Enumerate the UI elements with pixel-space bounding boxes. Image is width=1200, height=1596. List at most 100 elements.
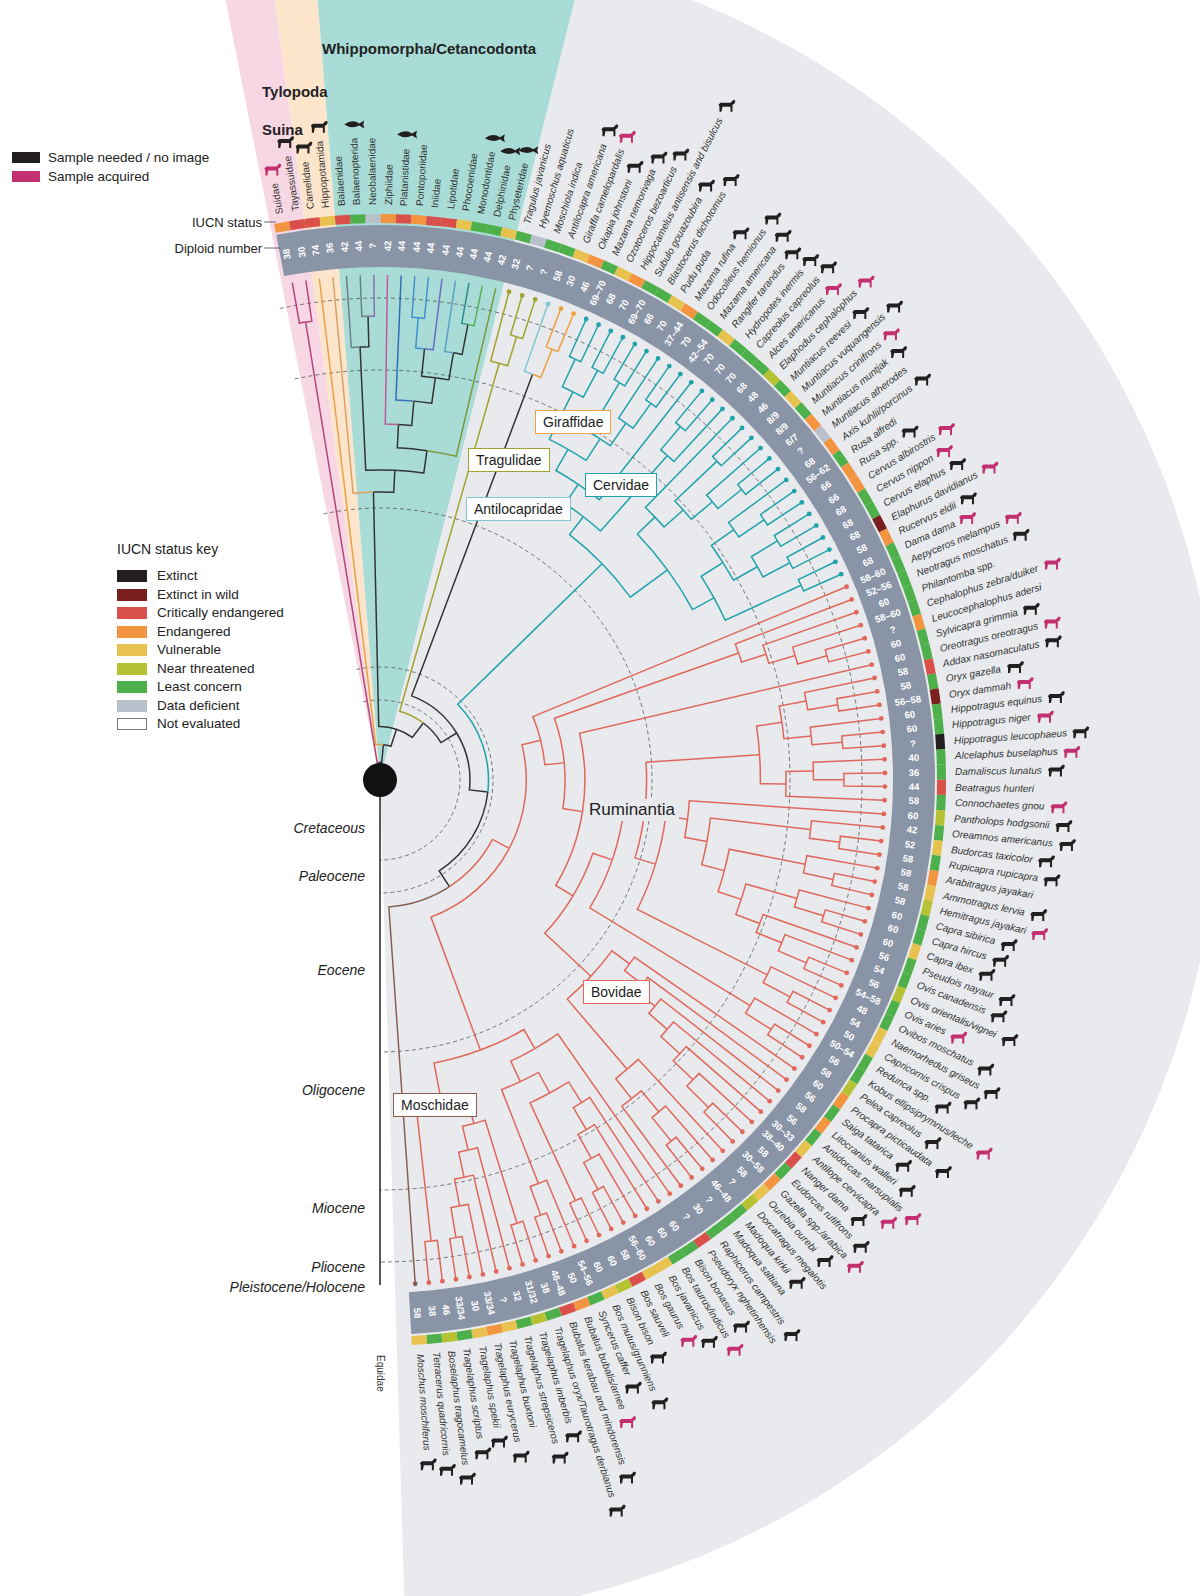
tip-dot — [792, 489, 797, 494]
tree-branch — [586, 1125, 647, 1209]
taxon-name: Equidae — [374, 1355, 386, 1392]
tree-branch — [575, 1198, 598, 1235]
animal-silhouette — [619, 1416, 636, 1428]
tree-branch — [414, 378, 435, 403]
tree-branch — [360, 275, 368, 316]
epoch-label: Pliocene — [311, 1259, 365, 1276]
tip-dot — [814, 523, 819, 528]
animal-silhouette — [650, 1352, 667, 1364]
iucn-segment — [411, 215, 427, 225]
tip-dot — [844, 970, 849, 975]
tip-dot — [882, 757, 887, 762]
tree-branch — [552, 314, 574, 352]
animal-silhouette — [420, 1458, 437, 1470]
tree-branch — [306, 280, 312, 322]
animal-silhouette — [344, 121, 364, 129]
tree-branch — [602, 564, 667, 597]
tip-dot — [678, 1183, 683, 1188]
tree-branch — [368, 275, 374, 316]
tree-branch — [786, 771, 813, 784]
tip-dot — [799, 500, 804, 505]
animal-silhouette — [886, 300, 903, 312]
iucn-segment — [411, 1335, 427, 1345]
tree-branch — [811, 821, 883, 830]
iucn-segment — [381, 214, 396, 223]
tree-branch — [383, 729, 396, 746]
animal-silhouette — [1048, 691, 1065, 703]
clade-heading: Tylopoda — [262, 83, 328, 101]
tip-dot — [839, 983, 844, 988]
animal-silhouette — [733, 227, 750, 239]
tree-branch — [711, 530, 733, 563]
iucn-segment — [921, 643, 933, 660]
tip-dot — [467, 1275, 472, 1280]
tree-branch — [397, 424, 427, 450]
animal-silhouette — [895, 1160, 912, 1172]
animal-silhouette — [619, 1472, 636, 1484]
silhouettes — [264, 100, 1089, 1517]
animal-silhouette — [609, 1505, 626, 1517]
tip-dot — [689, 1175, 694, 1180]
tip-dot — [869, 892, 874, 897]
animal-silhouette — [959, 512, 976, 524]
tree-branch — [598, 1187, 623, 1223]
tree-branch — [502, 1082, 539, 1184]
tip-dot — [883, 784, 888, 789]
animal-silhouette — [651, 1397, 668, 1409]
tree-branch — [360, 316, 369, 347]
tree-branch — [422, 349, 436, 378]
tree-branch — [649, 1006, 667, 1029]
tree-branch — [425, 1241, 431, 1283]
tip-dot — [494, 1269, 499, 1274]
tree-branch — [468, 1148, 509, 1268]
tree-branch — [616, 1069, 632, 1098]
iucn-segment — [471, 222, 488, 234]
clade-sectors — [186, 0, 1200, 1596]
animal-silhouette — [439, 1464, 456, 1476]
tip-dot — [792, 1066, 797, 1071]
epoch-label: Eocene — [318, 962, 365, 979]
animal-silhouette — [858, 275, 875, 287]
tree-branch — [713, 428, 742, 461]
animal-silhouette — [853, 1241, 870, 1253]
tip-dot — [533, 1258, 538, 1263]
tree-branch — [763, 612, 856, 654]
tree-branch — [667, 570, 714, 610]
tip-dot — [879, 839, 884, 844]
legend-swatch — [117, 607, 147, 619]
tip-dot — [844, 584, 849, 589]
tip-dot — [520, 1262, 525, 1267]
tree-branch — [811, 736, 842, 745]
tree-branch — [786, 784, 885, 800]
iucn-segment — [917, 629, 930, 646]
tip-dot — [881, 812, 886, 817]
tip-dot — [881, 743, 886, 748]
tree-branch — [591, 1154, 635, 1216]
tree-branch — [632, 1091, 659, 1112]
tree-branch — [533, 349, 553, 377]
tree-branch — [509, 740, 540, 848]
tree-branch — [424, 279, 442, 350]
tree-branch — [671, 1137, 702, 1169]
tip-dot — [862, 636, 867, 641]
tree-branch — [445, 281, 456, 353]
tree-branch — [837, 691, 877, 704]
animal-silhouette — [960, 492, 977, 504]
iucn-segment — [903, 585, 917, 602]
legend-text: Critically endangered — [157, 604, 284, 622]
leader-line — [264, 248, 280, 249]
tip-dot — [827, 1008, 832, 1013]
tree-branch — [760, 915, 857, 948]
tip-dot — [454, 1277, 459, 1282]
tree-branch — [584, 1158, 598, 1189]
tip-dot — [699, 388, 704, 393]
tree-branch — [416, 318, 425, 349]
tree-branch — [667, 1022, 769, 1101]
animal-silhouette — [784, 1329, 801, 1341]
tree-branch — [545, 896, 591, 976]
tip-dot — [632, 342, 637, 347]
tip-dot — [689, 380, 694, 385]
clade-name: Moschidae — [401, 1096, 469, 1114]
tree-branch — [646, 366, 670, 403]
tip-dot — [749, 1119, 754, 1124]
